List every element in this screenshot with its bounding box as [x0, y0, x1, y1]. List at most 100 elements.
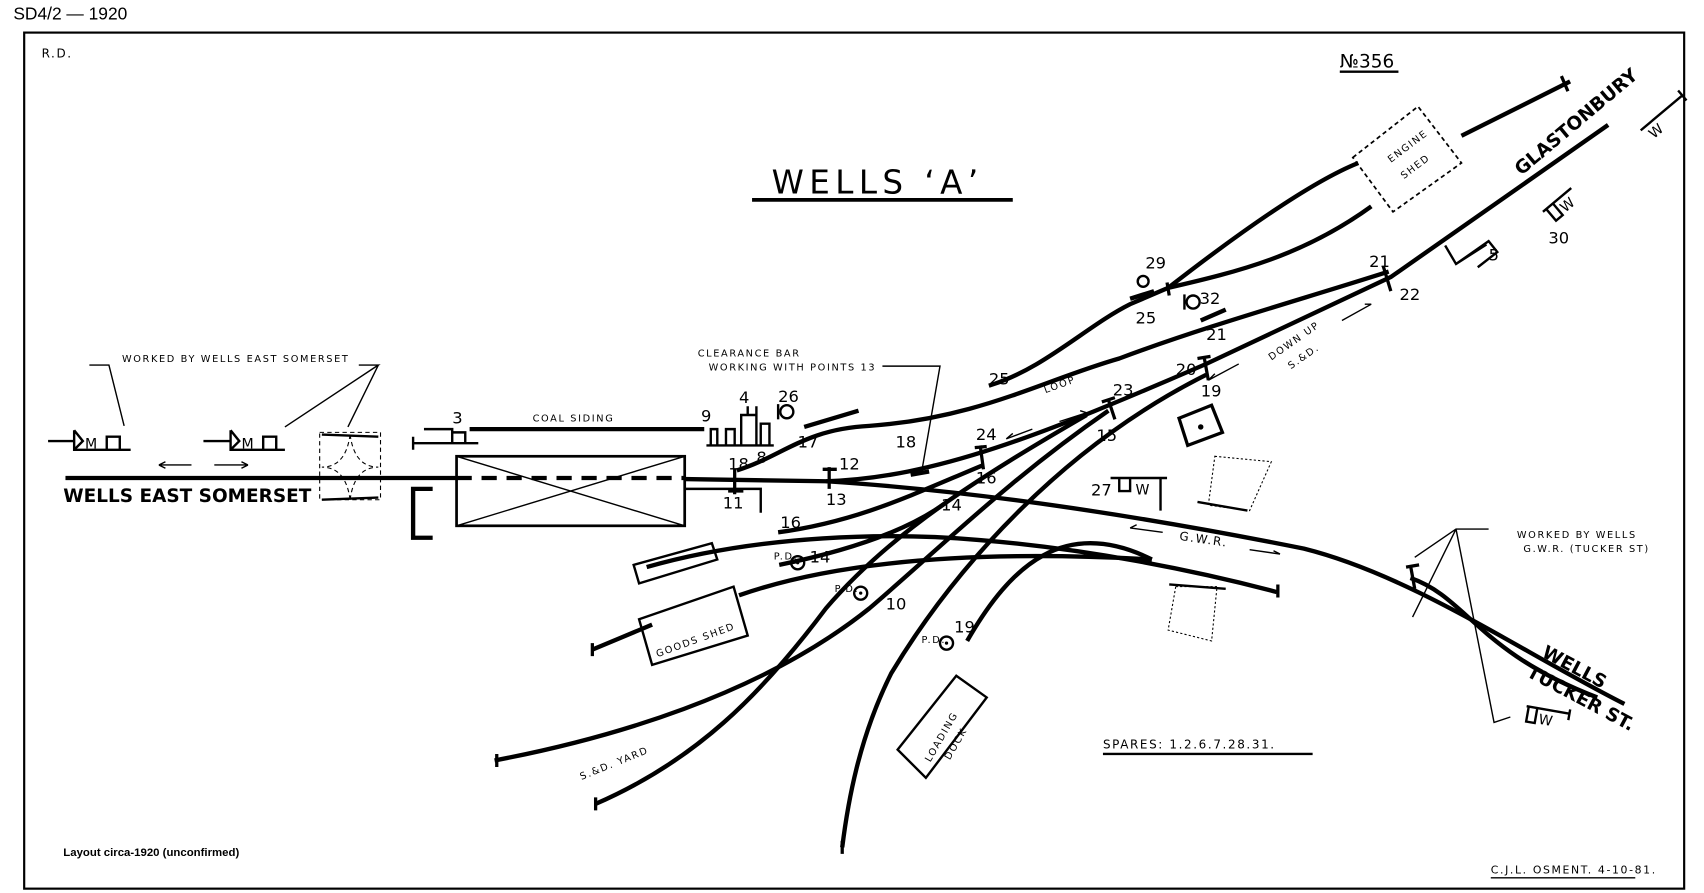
gwr-main-line — [825, 479, 1626, 706]
layout-note: Layout circa-1920 (unconfirmed) — [63, 847, 239, 859]
lever-number: 13 — [826, 490, 847, 509]
signal-27: W — [1110, 476, 1168, 511]
platform-east — [684, 487, 762, 513]
lever-number: 17 — [798, 433, 819, 452]
lever-number: 11 — [723, 493, 744, 512]
shed-label: SHED — [1399, 153, 1433, 182]
sd-yard-line-lower — [594, 413, 1088, 806]
point-marks — [495, 75, 1570, 854]
station-building — [410, 454, 762, 540]
pd-disc-14 — [789, 555, 806, 571]
lever-number: 5 — [1489, 246, 1499, 265]
glastonbury-label: GLASTONBURY — [1511, 64, 1643, 179]
lever-number: 26 — [778, 387, 799, 406]
siding-16 — [777, 462, 985, 535]
pd-label: P.D. — [922, 635, 947, 646]
bridge-north — [1197, 455, 1273, 512]
disc-signal-32 — [1183, 294, 1201, 310]
engine-shed: ENGINE SHED — [1351, 105, 1463, 214]
direction-arrows — [158, 303, 1372, 555]
worked-by-gwr-note-1: WORKED BY WELLS — [1517, 530, 1637, 541]
signal-group-west-1: M — [48, 429, 131, 453]
lever-numbers: 3 9 4 26 8 17 18 18 11 12 13 25 24 16 23… — [452, 228, 1569, 636]
signal-letter: M — [85, 437, 97, 453]
lever-number: 22 — [1400, 285, 1421, 304]
diagram-number: №356 — [1340, 51, 1394, 72]
wells-east-somerset-label: WELLS EAST SOMERSET — [63, 486, 311, 507]
lever-number: 20 — [1176, 360, 1197, 379]
lever-number: 14 — [810, 548, 831, 567]
lever-number: 16 — [976, 468, 997, 487]
trap-25 — [1129, 289, 1155, 301]
gwr-label: G.W.R. — [1179, 529, 1229, 550]
sd-yard-label: S.&D. YARD — [578, 745, 650, 783]
diagram-border — [23, 31, 1686, 890]
worked-by-gwr-note-2: G.W.R. (TUCKER ST) — [1523, 544, 1649, 555]
worked-by-east-note: WORKED BY WELLS EAST SOMERSET — [122, 354, 350, 365]
trap-17 — [803, 408, 860, 430]
lever-number: 4 — [739, 388, 749, 407]
loading-dock-road — [965, 541, 1153, 643]
bridge-south — [1167, 583, 1226, 642]
lever-number: 14 — [941, 496, 962, 515]
lever-number: 27 — [1091, 480, 1112, 499]
signal-letter: M — [241, 437, 253, 453]
signal-30: W — [1542, 187, 1578, 223]
gwr-branch-tucker-st — [1409, 575, 1599, 700]
pd-label: P.D. — [774, 551, 799, 562]
signal-letter: W — [1537, 712, 1554, 730]
disc-signal-26 — [776, 404, 795, 420]
lever-number: 8 — [756, 448, 766, 467]
trap-21 — [1199, 307, 1227, 323]
loop-line — [736, 269, 1390, 473]
signal-group-west-2: M — [203, 429, 285, 453]
lever-number: 21 — [1206, 325, 1227, 344]
lever-number: 10 — [886, 594, 907, 613]
lever-number: 25 — [1136, 309, 1157, 328]
lever-number: 21 — [1369, 252, 1390, 271]
lever-number: 3 — [452, 409, 462, 428]
engine-shed-road-exit — [1460, 79, 1572, 138]
lever-number: 23 — [1113, 380, 1134, 399]
clearance-bar-note-2: WORKING WITH POINTS 13 — [709, 362, 877, 373]
goods-loop — [646, 534, 1278, 595]
spares-note: SPARES: 1.2.6.7.28.31. — [1103, 738, 1276, 752]
siding-end-box — [632, 541, 719, 585]
track-layout — [65, 79, 1626, 848]
leader-lines — [89, 364, 1511, 724]
lever-number: 18 — [728, 454, 749, 473]
lever-number: 18 — [895, 433, 916, 452]
initials: R.D. — [42, 47, 73, 61]
sd-yard-line-long — [840, 372, 1208, 848]
loading-dock: LOADING DOCK — [896, 674, 989, 780]
sd-yard-line-upper — [494, 408, 1110, 763]
signal-letter: W — [1136, 482, 1150, 498]
clearance-bar-note-1: CLEARANCE BAR — [698, 348, 801, 359]
signal-5-icon — [1444, 239, 1499, 269]
pd-disc-19 — [938, 635, 955, 651]
signal-glastonbury-distant: W — [1639, 89, 1688, 142]
signal-box-icon — [1176, 403, 1225, 448]
pd-disc-10 — [852, 585, 869, 601]
lever-number: 30 — [1548, 228, 1569, 247]
sd-main-line-glastonbury — [684, 123, 1610, 484]
lever-number: 16 — [780, 513, 801, 532]
goods-shed-road — [591, 553, 1152, 652]
lever-number: 19 — [954, 617, 975, 636]
credit-note: C.J.L. OSMENT. 4-10-81. — [1491, 863, 1657, 876]
coal-siding-label: COAL SIDING — [533, 414, 615, 425]
lever-number: 19 — [1201, 382, 1222, 401]
lever-number: 24 — [976, 425, 997, 444]
lever-number: 9 — [701, 407, 711, 426]
signal-3-icon — [411, 427, 479, 450]
disc-signal-29 — [1136, 274, 1150, 288]
signal-tucker-st: W — [1524, 704, 1572, 730]
engine-shed-road-2 — [1167, 204, 1373, 291]
level-crossing-gates — [319, 431, 382, 501]
goods-shed: GOODS SHED — [637, 585, 750, 667]
signal-cluster-9-4-8 — [706, 406, 774, 447]
platform-bracket — [410, 486, 433, 540]
clearance-bar — [910, 469, 930, 477]
lever-number: 15 — [1096, 426, 1117, 445]
